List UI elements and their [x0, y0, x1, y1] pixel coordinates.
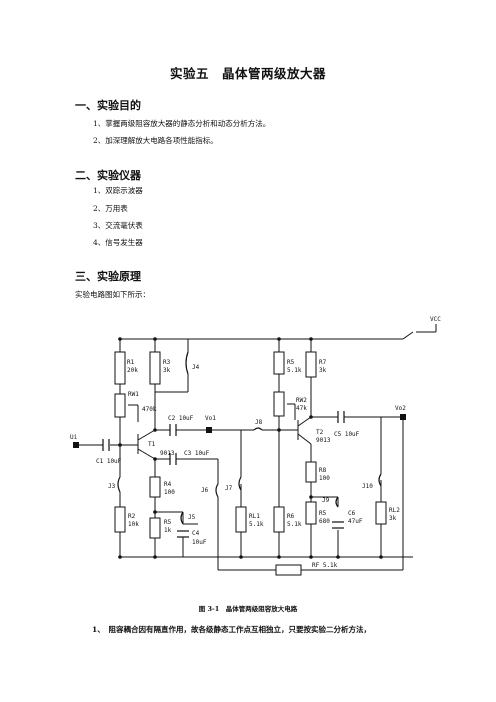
label-c6: C6	[348, 510, 356, 517]
label-c6-value: 47uF	[348, 518, 363, 525]
label-r6: R6	[287, 513, 295, 520]
label-j5: J5	[188, 514, 196, 521]
label-c4: C4	[192, 530, 200, 537]
label-t1-value: 9013	[160, 450, 175, 457]
label-c2: C2 10uF	[168, 415, 194, 422]
label-r3-value: 3k	[163, 367, 171, 374]
label-j10: J10	[362, 483, 373, 490]
label-r5: R5	[164, 519, 172, 526]
label-vo2: Vo2	[395, 405, 406, 412]
label-rl2-value: 3k	[389, 515, 397, 522]
instrument-item: 4、信号发生器	[93, 238, 143, 247]
label-r1: R1	[127, 359, 135, 366]
page-title: 实验五 晶体管两级放大器	[169, 66, 326, 81]
label-vcc: VCC	[430, 316, 441, 323]
label-r4-value: 100	[164, 489, 175, 496]
instrument-item: 1、双踪示波器	[93, 186, 143, 195]
label-r7: R7	[319, 359, 327, 366]
principle-text: 实验电路图如下所示：	[75, 290, 150, 299]
label-j4: J4	[192, 364, 200, 371]
label-ui: Ui	[70, 434, 78, 441]
label-r2-value: 10k	[128, 521, 139, 528]
label-j3: J3	[108, 483, 116, 490]
label-r5-value: 1k	[164, 527, 172, 534]
label-j7: J7	[225, 485, 233, 492]
label-j9: J9	[322, 497, 330, 504]
label-rl1: RL1	[249, 513, 260, 520]
label-vo1: Vo1	[205, 415, 216, 422]
label-c3: C3 10uF	[184, 450, 210, 457]
label-r8-value: 100	[319, 475, 330, 482]
label-j6: J6	[201, 487, 209, 494]
section-heading-instruments: 二、实验仪器	[75, 169, 141, 182]
instrument-item: 2、万用表	[93, 204, 128, 213]
label-rw2-value: 47k	[296, 405, 307, 412]
label-r2: R2	[128, 513, 136, 520]
label-r5-stage2: R5	[287, 359, 295, 366]
section-heading-principle: 三、实验原理	[75, 270, 141, 283]
label-c4-value: 10uF	[192, 539, 207, 546]
objective-item: 2、加深理解放大电路各项性能指标。	[93, 136, 218, 145]
label-r3: R3	[163, 359, 171, 366]
objective-item: 1、掌握两级阻容放大器的静态分析和动态分析方法。	[93, 119, 271, 128]
label-rl1-value: 5.1k	[249, 521, 264, 528]
label-t1: T1	[148, 441, 156, 448]
section-heading-objectives: 一、实验目的	[75, 99, 141, 112]
label-r8: R8	[319, 467, 327, 474]
label-t2-value: 9013	[316, 437, 331, 444]
label-rw1: RW1	[128, 391, 139, 398]
label-c5: C5 10uF	[334, 431, 360, 438]
label-r5b: R5	[319, 510, 327, 517]
figure-caption: 图 3-1 晶体管两级阻容放大电路	[198, 605, 298, 613]
label-t2: T2	[316, 429, 324, 436]
label-rl2: RL2	[389, 507, 400, 514]
circuit-diagram: VCC Ui Vo1 Vo2 R1 20k R3 3k J4 RW1 470k …	[70, 316, 441, 576]
label-r4: R4	[164, 481, 172, 488]
label-rw2: RW2	[296, 397, 307, 404]
principle-note: 1、 阻容耦合因有隔直作用，故各级静态工作点互相独立，只要按实验二分析方法，	[92, 625, 371, 634]
label-j8: J8	[255, 419, 263, 426]
label-r7-value: 3k	[319, 367, 327, 374]
label-r6-value: 5.1k	[287, 521, 302, 528]
label-r5b-value: 680	[319, 518, 330, 525]
instrument-item: 3、交流毫伏表	[93, 221, 143, 230]
label-rw1-value: 470k	[142, 406, 157, 413]
label-r1-value: 20k	[127, 367, 138, 374]
label-r5-stage2-value: 5.1k	[287, 367, 302, 374]
label-c1: C1 10uF	[96, 458, 122, 465]
label-rf: RF 5.1k	[312, 562, 338, 569]
